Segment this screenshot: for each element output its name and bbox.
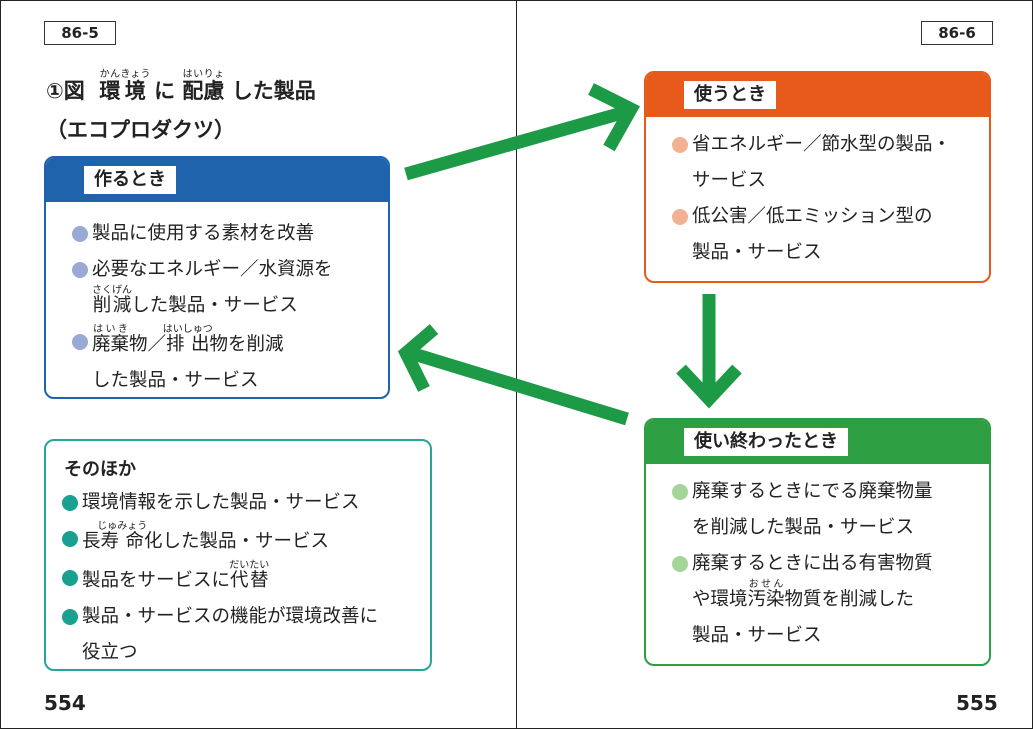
list-item: 製品・サービスの機能が環境改善に役立つ: [62, 599, 378, 669]
end-of-use-stage-box: 使い終わったとき 廃棄するときにでる廃棄物量を削減した製品・サービス 廃棄すると…: [644, 418, 991, 666]
bullet-dot: [62, 531, 78, 547]
list-item: 廃棄はいき物／排出はいしゅつ物を削減した製品・サービス: [72, 324, 388, 397]
bullet-dot: [62, 609, 78, 625]
arrow-make-to-use: [404, 83, 641, 181]
other-label: そのほか: [64, 459, 136, 480]
use-stage-box: 使うとき 省エネルギー／節水型の製品・サービス 低公害／低エミッション型の製品・…: [644, 71, 991, 283]
bullet-dot: [672, 209, 688, 225]
left-page-number: 554: [44, 691, 86, 715]
list-item: 長寿命じゅみょう化した製品・サービス: [62, 521, 378, 560]
make-stage-list: 製品に使用する素材を改善 必要なエネルギー／水資源を削減さくげんした製品・サービ…: [72, 216, 388, 397]
list-item: 廃棄するときにでる廃棄物量を削減した製品・サービス: [672, 474, 989, 546]
arrow-use-to-end: [676, 294, 742, 409]
arrow-end-to-make: [397, 324, 629, 426]
figure-subtitle: （エコプロダクツ）: [46, 118, 235, 142]
left-page-label: 86-5: [44, 21, 116, 45]
bullet-dot: [72, 226, 88, 242]
end-of-use-stage-label: 使い終わったとき: [684, 428, 848, 456]
use-stage-list: 省エネルギー／節水型の製品・サービス 低公害／低エミッション型の製品・サービス: [672, 127, 989, 271]
right-page-label: 86-6: [921, 21, 993, 45]
list-item: 製品に使用する素材を改善: [72, 216, 388, 252]
right-page-number: 555: [956, 691, 998, 715]
bullet-dot: [672, 137, 688, 153]
use-stage-header: 使うとき: [646, 73, 989, 117]
make-stage-box: 作るとき 製品に使用する素材を改善 必要なエネルギー／水資源を削減さくげんした製…: [44, 156, 390, 399]
list-item: 環境情報を示した製品・サービス: [62, 485, 378, 521]
other-list: 環境情報を示した製品・サービス 長寿命じゅみょう化した製品・サービス 製品をサー…: [62, 485, 378, 669]
make-stage-label: 作るとき: [84, 166, 176, 194]
make-stage-header: 作るとき: [46, 158, 388, 202]
bullet-dot: [72, 262, 88, 278]
list-item: 低公害／低エミッション型の製品・サービス: [672, 199, 989, 271]
end-of-use-stage-header: 使い終わったとき: [646, 420, 989, 464]
bullet-dot: [672, 556, 688, 572]
list-item: 製品をサービスに代替だいたい: [62, 560, 378, 599]
other-box: そのほか 環境情報を示した製品・サービス 長寿命じゅみょう化した製品・サービス …: [44, 439, 432, 671]
figure-title: ①図 環かん境きょう に 配はい慮りょ した製品: [46, 69, 316, 103]
bullet-dot: [672, 484, 688, 500]
bullet-dot: [72, 334, 88, 350]
page-divider: [516, 1, 517, 728]
list-item: 省エネルギー／節水型の製品・サービス: [672, 127, 989, 199]
use-stage-label: 使うとき: [684, 81, 776, 109]
end-of-use-stage-list: 廃棄するときにでる廃棄物量を削減した製品・サービス 廃棄するときに出る有害物質や…: [672, 474, 989, 654]
list-item: 廃棄するときに出る有害物質や環境汚染おせん物質を削減した製品・サービス: [672, 546, 989, 654]
list-item: 必要なエネルギー／水資源を削減さくげんした製品・サービス: [72, 252, 388, 324]
bullet-dot: [62, 570, 78, 586]
bullet-dot: [62, 495, 78, 511]
